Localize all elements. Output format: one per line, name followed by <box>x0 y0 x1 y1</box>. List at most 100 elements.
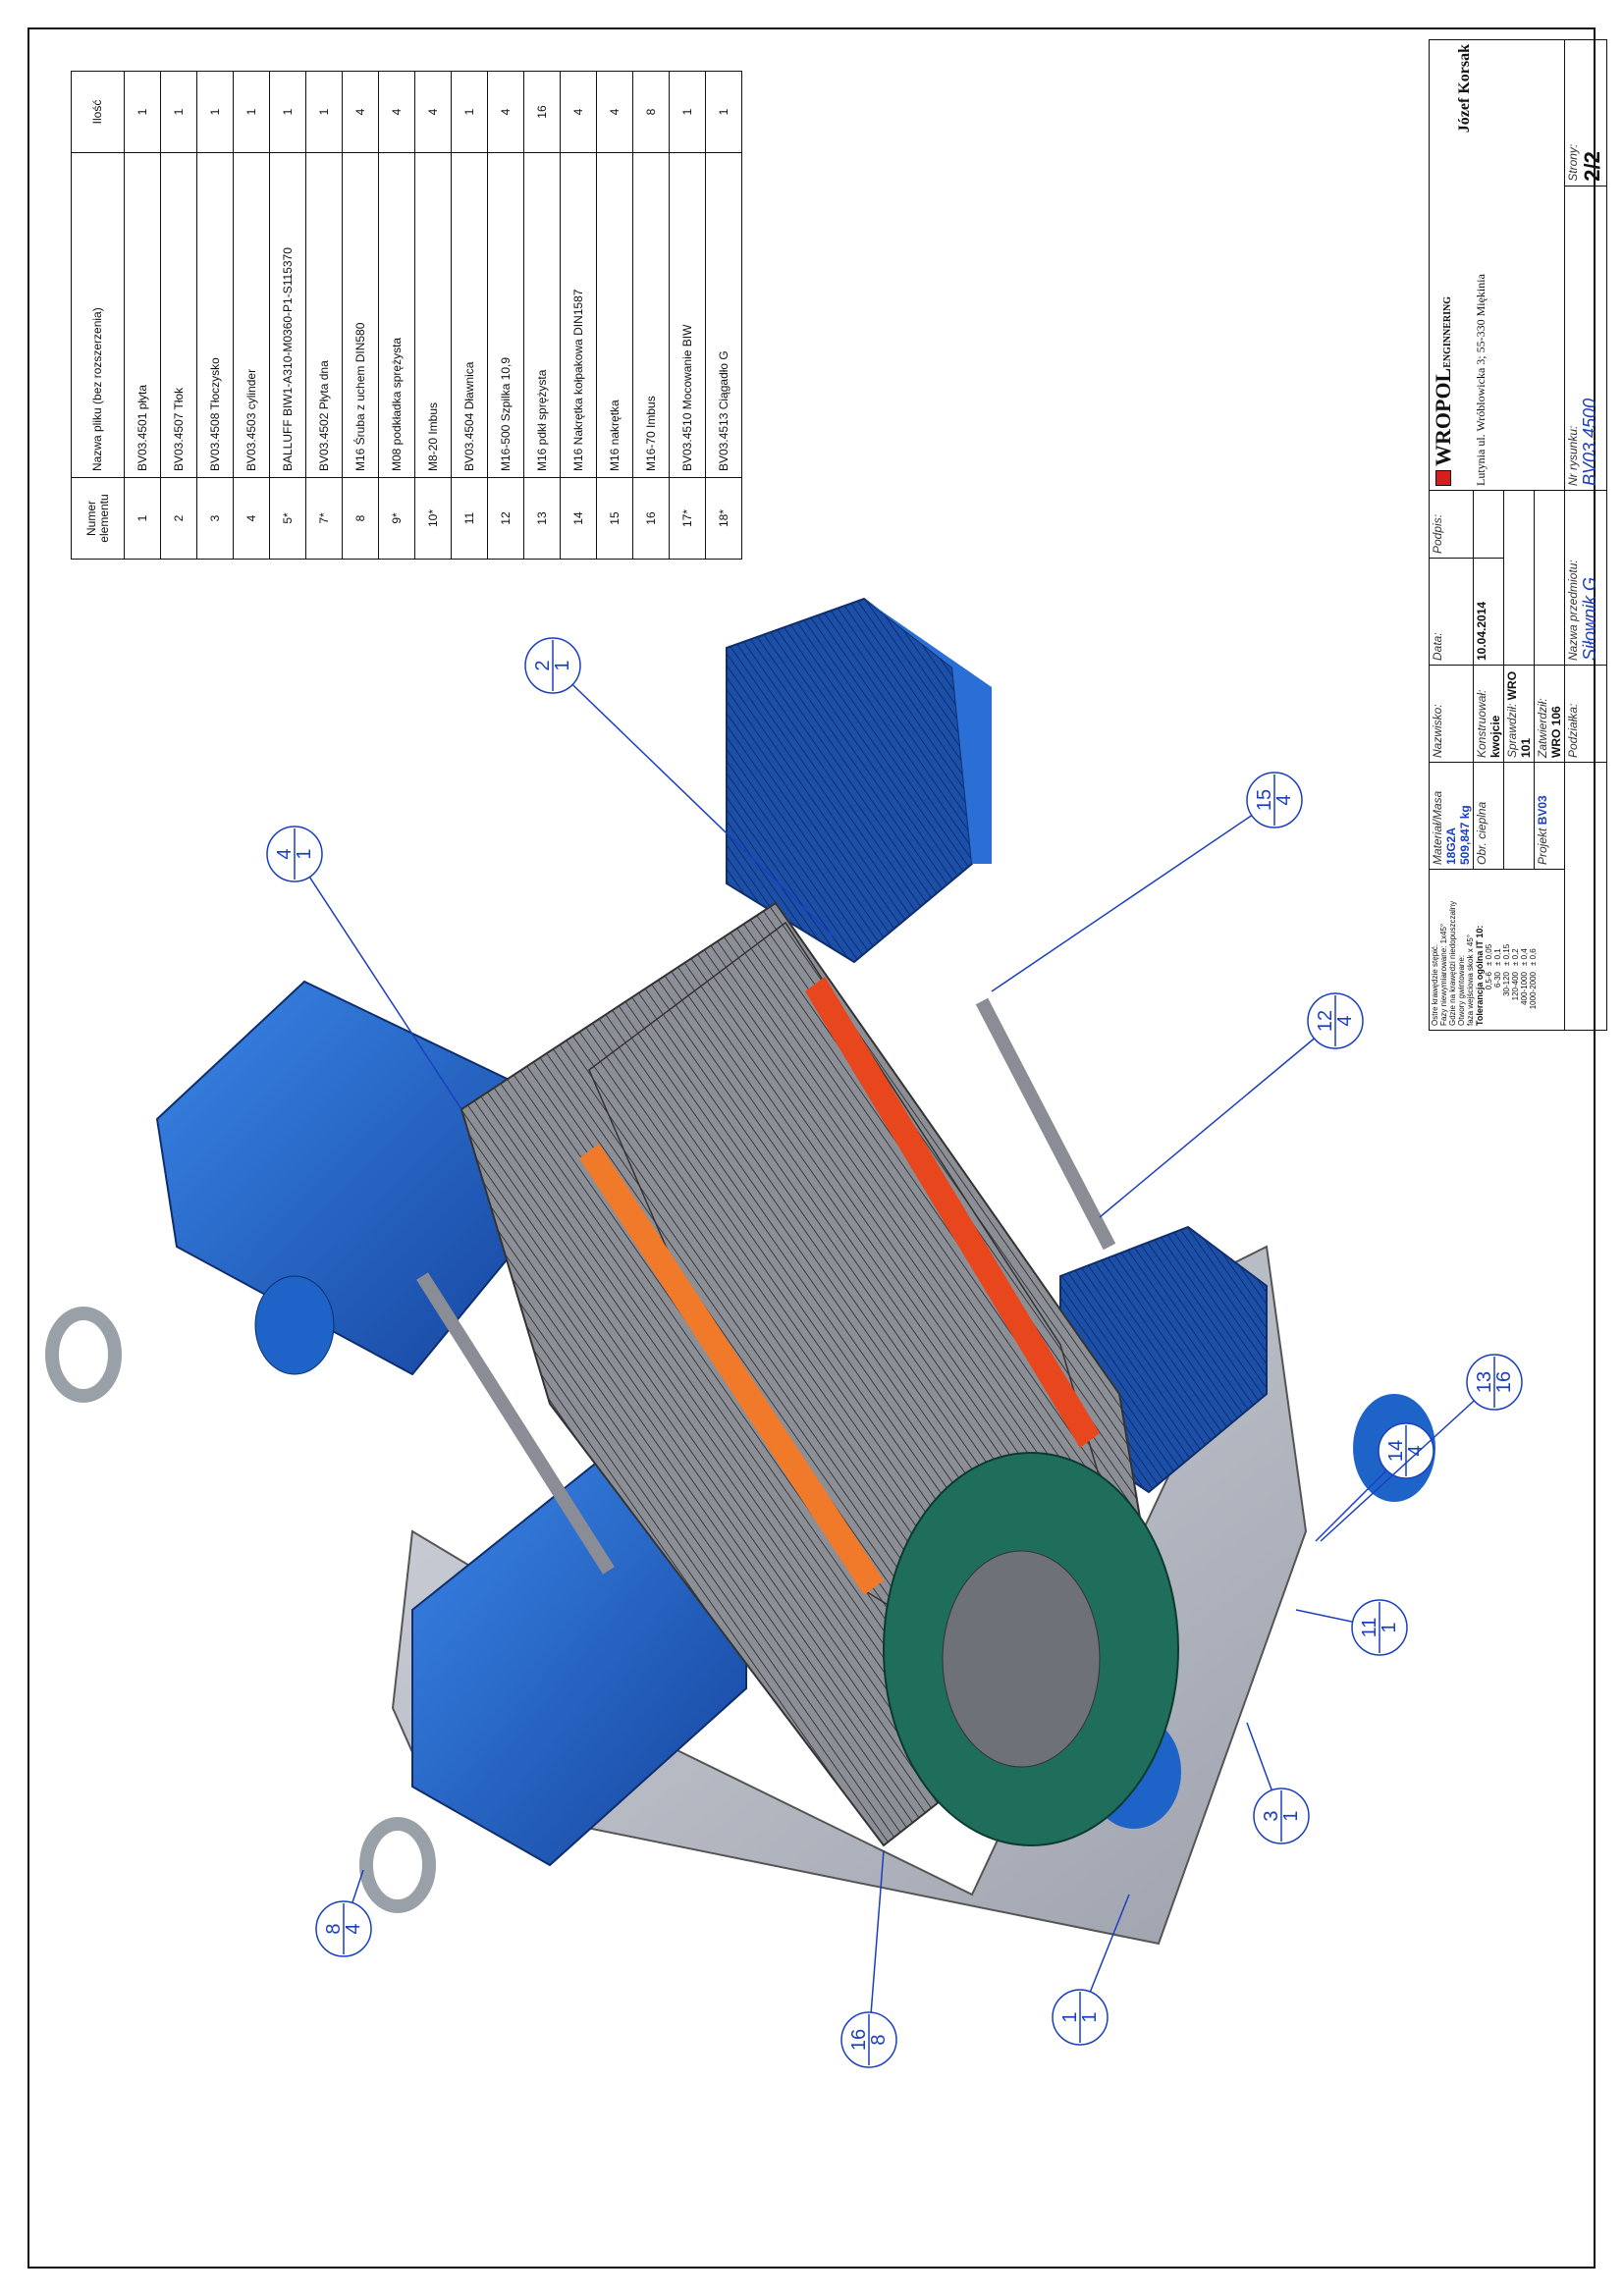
callout-balloon: 111 <box>1295 1599 1408 1656</box>
note-line: Fazy niewymiarowane: 1x45° <box>1439 923 1448 1026</box>
pages-label: Strony: <box>1566 143 1580 182</box>
tolerance-row: 1000-2000± 0,6 <box>1529 874 1538 1026</box>
bom-cell-name: BV03.4503 cylinder <box>233 152 270 478</box>
bom-cell-qty: 4 <box>596 71 633 153</box>
bom-cell-qty: 1 <box>124 71 161 153</box>
konstruowal-cell: Konstruował: kwojcie <box>1473 665 1504 763</box>
bom-cell-name: BALLUFF BIW1-A310-M0360-P1-S115370 <box>269 152 306 478</box>
eye-bolt <box>359 1817 436 1913</box>
zatwierdzil-cell: Zatwierdził: WRO 106 <box>1534 665 1565 763</box>
balloon-bottom: 1 <box>1079 2011 1101 2022</box>
callout-balloon: 21 <box>524 637 836 938</box>
bom-cell-qty: 4 <box>560 71 597 153</box>
bom-cell-name: M16 nakrętka <box>596 152 633 478</box>
tolerance-row: 30-120 ± 0,15 <box>1502 874 1511 1026</box>
tolerance-row: 6-30± 0,1 <box>1493 874 1502 1026</box>
bom-cell-number: 7* <box>305 477 343 560</box>
bill-of-materials: Numer elementu Nazwa pliku (bez rozszerz… <box>71 71 742 560</box>
balloon-bottom: 16 <box>1493 1371 1515 1393</box>
bom-cell-name: BV03.4502 Płyta dna <box>305 152 343 478</box>
company-address: Lutynia ul. Wróblowicka 3; 55-330 Miękin… <box>1474 274 1488 486</box>
subject-cell: Nazwa przedmiotu: Siłownik G <box>1564 490 1607 666</box>
name-label: Nazwisko: <box>1429 665 1474 763</box>
blank-cell <box>1534 490 1565 666</box>
sprawdzil-cell: Sprawdził: WRO 101 <box>1503 665 1535 763</box>
bom-header-number: Numer elementu <box>71 477 125 560</box>
zatwierdzil-label: Zatwierdził: <box>1536 698 1549 758</box>
tolerance-range: 30-120 <box>1502 972 1511 996</box>
blank-cell <box>1564 762 1607 1031</box>
bom-cell-number: 18* <box>705 477 742 560</box>
block-hole <box>254 1275 335 1375</box>
callout-balloon: 144 <box>1315 1422 1434 1542</box>
scale-label: Podziałka: <box>1564 665 1607 763</box>
tie-rod <box>416 1272 615 1575</box>
leader-line <box>868 1849 885 2041</box>
balloon-top: 13 <box>1474 1371 1495 1393</box>
bom-cell-number: 1 <box>124 477 161 560</box>
tolerance-row: 120-400± 0,2 <box>1511 874 1520 1026</box>
notes-cell: Ostre krawędzie stępić.Fazy niewymiarowa… <box>1429 869 1565 1031</box>
drawing-number-cell: Nr rysunku: BV03.4500 <box>1564 186 1607 491</box>
bom-cell-name: BV03.4504 Dławnica <box>451 152 488 478</box>
note-line: Gdzie na krawędzi niedopuszczalny <box>1448 900 1457 1026</box>
bom-cell-number: 3 <box>196 477 234 560</box>
leader-line <box>294 853 462 1110</box>
bom-cell-qty: 16 <box>523 71 561 153</box>
blank-cell <box>1503 762 1535 870</box>
bom-cell-name: M16 Nakrętka kołpakowa DIN1587 <box>560 152 597 478</box>
tolerance-range: 1000-2000 <box>1529 972 1538 1010</box>
balloon-bottom: 1 <box>552 660 573 670</box>
bom-cell-number: 14 <box>560 477 597 560</box>
bom-cell-name: M16 pdkł sprężysta <box>523 152 561 478</box>
note-line: faza wejściowa skok x 45° <box>1466 934 1475 1026</box>
bom-cell-qty: 8 <box>632 71 670 153</box>
note-line: Otwory gwintowane: <box>1457 954 1466 1026</box>
bom-cell-number: 8 <box>342 477 379 560</box>
company-logo-icon <box>1435 470 1451 486</box>
bom-cell-name: BV03.4508 Tłoczysko <box>196 152 234 478</box>
subject-value: Siłownik G <box>1580 576 1599 661</box>
bom-cell-name: BV03.4501 płyta <box>124 152 161 478</box>
bom-cell-qty: 1 <box>669 71 706 153</box>
tolerance-value: ± 0,15 <box>1502 943 1511 966</box>
bom-cell-number: 4 <box>233 477 270 560</box>
material-cell: Materiał/Masa 18G2A 509,847 kg <box>1429 762 1474 870</box>
balloon-bottom: 4 <box>1405 1445 1427 1456</box>
balloon-top: 16 <box>848 2029 870 2051</box>
bom-cell-qty: 1 <box>233 71 270 153</box>
tolerance-title: Tolerancja ogólna IT 10: <box>1475 925 1485 1026</box>
leader-line <box>991 799 1275 992</box>
bom-cell-qty: 1 <box>305 71 343 153</box>
bom-cell-qty: 4 <box>342 71 379 153</box>
bom-cell-qty: 4 <box>378 71 415 153</box>
company-name: WROPOL <box>1431 367 1455 466</box>
rod-end <box>942 1550 1101 1768</box>
project-cell: Projekt BV03 <box>1534 762 1565 870</box>
bom-cell-name: M16 Śruba z uchem DIN580 <box>342 152 379 478</box>
sign-empty <box>1473 490 1504 559</box>
bom-cell-number: 13 <box>523 477 561 560</box>
bom-cell-qty: 1 <box>451 71 488 153</box>
title-block: Ostre krawędzie stępić.Fazy niewymiarowa… <box>1429 39 1607 1031</box>
bom-cell-qty: 4 <box>487 71 524 153</box>
date-label: Data: <box>1429 558 1474 666</box>
bom-cell-number: 9* <box>378 477 415 560</box>
heat-label: Obr. cieplna <box>1473 762 1504 870</box>
bom-cell-name: BV03.4510 Mocowanie BIW <box>669 152 706 478</box>
bom-cell-name: BV03.4513 Ciągadło G <box>705 152 742 478</box>
balloon-top: 3 <box>1261 1810 1282 1821</box>
tolerance-range: 400-1000 <box>1520 972 1529 1005</box>
date-value: 10.04.2014 <box>1473 558 1504 666</box>
right-block-upper-face <box>864 599 992 864</box>
tolerance-range: 6-30 <box>1493 972 1502 988</box>
zatwierdzil-value: WRO 106 <box>1549 706 1563 758</box>
